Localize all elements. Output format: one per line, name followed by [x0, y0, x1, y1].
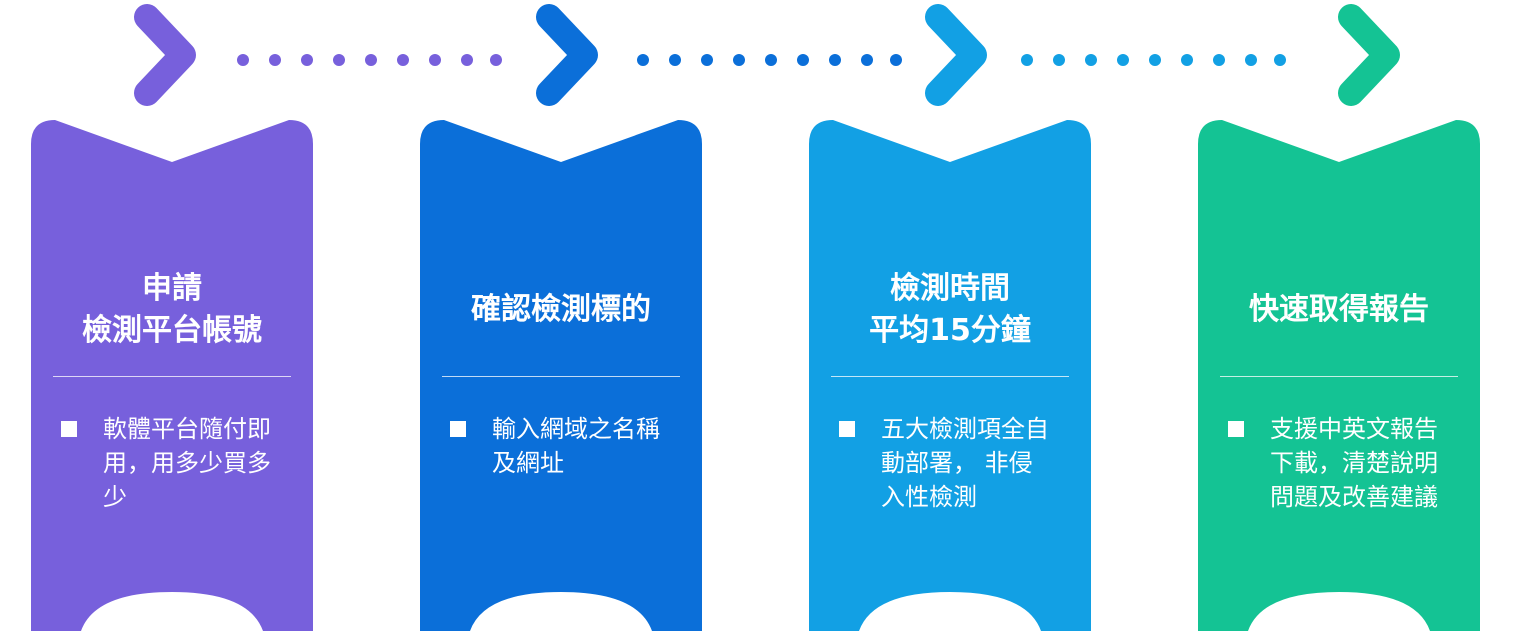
step-card-shape — [31, 120, 313, 631]
step-card-2: 確認檢測標的 輸入網域之名稱及網址 — [420, 120, 702, 631]
step-bullet-text: 五大檢測項全自動部署， 非侵入性檢測 — [881, 415, 1049, 511]
dotted-connector-3 — [1021, 54, 1286, 66]
chevron-right-icon — [1338, 4, 1400, 106]
step-title-line: 檢測時間 — [890, 271, 1010, 306]
step-title-line: 檢測平台帳號 — [82, 313, 262, 348]
divider — [831, 376, 1069, 377]
divider — [442, 376, 680, 377]
step-title-line: 確認檢測標的 — [471, 292, 651, 327]
step-title-line: 平均15分鐘 — [869, 313, 1031, 348]
step-title-line: 申請 — [142, 271, 202, 306]
step-card-1: 申請 檢測平台帳號 軟體平台隨付即用，用多少買多少 — [31, 120, 313, 631]
step-card-shape — [1198, 120, 1480, 631]
step-title: 檢測時間 平均15分鐘 — [809, 255, 1091, 365]
chevron-right-icon — [925, 4, 987, 106]
step-bullet: 支援中英文報告下載，清楚說明問題及改善建議 — [1228, 412, 1460, 514]
step-card-shape — [420, 120, 702, 631]
step-card-4: 快速取得報告 支援中英文報告下載，清楚說明問題及改善建議 — [1198, 120, 1480, 631]
square-bullet-icon — [1228, 421, 1244, 437]
step-title-line: 快速取得報告 — [1249, 292, 1429, 327]
dotted-connector-2 — [637, 54, 902, 66]
square-bullet-icon — [450, 421, 466, 437]
step-bullet: 輸入網域之名稱及網址 — [450, 412, 682, 480]
step-bullet-text: 輸入網域之名稱及網址 — [492, 415, 660, 477]
step-bullet-text: 支援中英文報告下載，清楚說明問題及改善建議 — [1270, 415, 1438, 511]
step-title: 快速取得報告 — [1198, 255, 1480, 365]
square-bullet-icon — [61, 421, 77, 437]
step-card-shape — [809, 120, 1091, 631]
step-bullet: 軟體平台隨付即用，用多少買多少 — [61, 412, 293, 514]
square-bullet-icon — [839, 421, 855, 437]
dotted-connector-1 — [237, 54, 502, 66]
chevron-right-icon — [536, 4, 598, 106]
step-title: 申請 檢測平台帳號 — [31, 255, 313, 365]
divider — [1220, 376, 1458, 377]
step-title: 確認檢測標的 — [420, 255, 702, 365]
chevron-right-icon — [134, 4, 196, 106]
step-bullet: 五大檢測項全自動部署， 非侵入性檢測 — [839, 412, 1071, 514]
step-bullet-text: 軟體平台隨付即用，用多少買多少 — [103, 415, 271, 511]
divider — [53, 376, 291, 377]
step-card-3: 檢測時間 平均15分鐘 五大檢測項全自動部署， 非侵入性檢測 — [809, 120, 1091, 631]
